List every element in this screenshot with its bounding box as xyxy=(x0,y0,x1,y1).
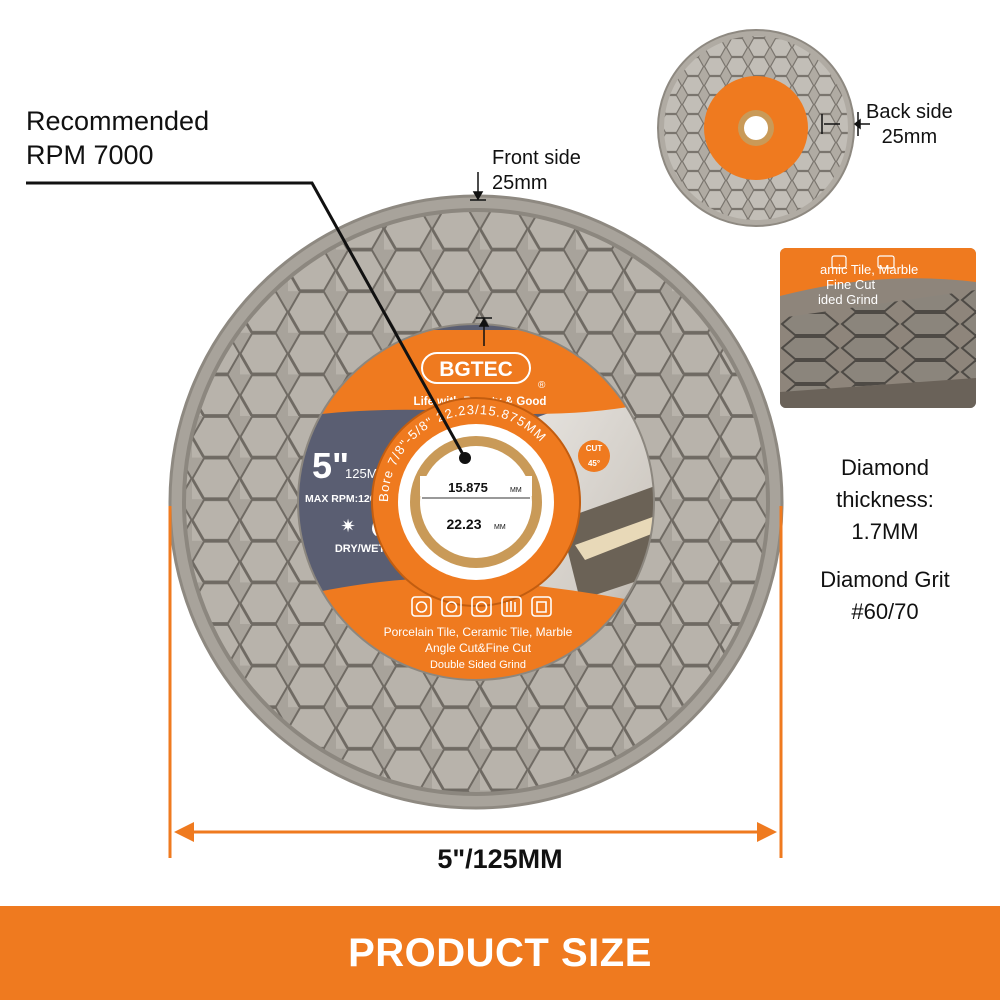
rpm-callout-line-1: Recommended xyxy=(26,106,210,136)
front-side-line-2: 25mm xyxy=(492,172,548,194)
helmet-icon xyxy=(411,596,432,617)
uses-line-1: Porcelain Tile, Ceramic Tile, Marble xyxy=(384,625,573,639)
front-side-callout: Front side 25mm xyxy=(492,146,581,196)
rpm-callout: Recommended RPM 7000 xyxy=(26,104,209,172)
dimension-label: 5"/125MM xyxy=(437,844,563,874)
uses-line-2: Angle Cut&Fine Cut xyxy=(425,641,532,655)
brand-name: BGTEC xyxy=(439,358,513,381)
grit-line-1: Diamond Grit xyxy=(820,567,950,592)
usage-text: Porcelain Tile, Ceramic Tile, Marble Ang… xyxy=(384,625,573,671)
svg-text:CUT: CUT xyxy=(586,444,603,453)
manual-icon xyxy=(531,596,552,617)
diamond-thickness-spec: Diamond thickness: 1.7MM xyxy=(790,452,980,548)
thickness-line-1: Diamond xyxy=(840,455,930,480)
uses-line-3: Double Sided Grind xyxy=(430,659,526,671)
thickness-line-2: thickness: xyxy=(836,487,934,512)
footer-title: PRODUCT SIZE xyxy=(348,930,652,975)
safety-icons xyxy=(411,596,552,617)
mask-icon xyxy=(471,596,492,617)
bore-top-value: 15.875 xyxy=(448,480,488,495)
bore-ring: Bore 7/8"-5/8" 22.23/15.875MM 15.875 MM … xyxy=(371,397,581,607)
svg-text:45°: 45° xyxy=(588,459,600,468)
rpm-callout-line-2: RPM 7000 xyxy=(26,140,154,170)
front-side-line-1: Front side xyxy=(492,147,581,169)
detail-text-2: Fine Cut xyxy=(826,277,876,292)
back-side-indicator xyxy=(821,112,870,136)
back-side-thumbnail xyxy=(657,29,855,227)
max-rpm: MAX RPM:12000 xyxy=(305,493,387,505)
gloves-icon xyxy=(501,596,522,617)
dry-icon: ✷ xyxy=(340,516,355,536)
dry-wet-text: DRY/WET xyxy=(335,543,386,555)
detail-text-3: ided Grind xyxy=(818,292,878,307)
size-inch: 5" xyxy=(312,445,349,486)
diamond-grit-spec: Diamond Grit #60/70 xyxy=(790,564,980,628)
detail-closeup: amic Tile, Marble Fine Cut ided Grind xyxy=(780,248,976,408)
size-block: 5" 125MM MAX RPM:12000 ✷ DRY/WET xyxy=(305,445,419,561)
grit-value: #60/70 xyxy=(851,599,919,624)
detail-text-1: amic Tile, Marble xyxy=(820,262,918,277)
goggles-icon xyxy=(441,596,462,617)
thickness-value: 1.7MM xyxy=(851,519,919,544)
dimension-marker xyxy=(168,506,783,858)
back-side-line-1: Back side xyxy=(866,101,953,123)
back-side-callout: Back side 25mm xyxy=(866,100,953,150)
front-side-indicator xyxy=(470,172,492,346)
registered-mark: ® xyxy=(538,380,546,391)
back-side-line-2: 25mm xyxy=(881,126,938,148)
bore-bottom-unit: MM xyxy=(494,524,506,531)
bore-bottom-value: 22.23 xyxy=(446,516,481,532)
footer-banner: PRODUCT SIZE xyxy=(0,906,1000,1000)
rpm-leader-line xyxy=(26,181,467,459)
bore-top-unit: MM xyxy=(510,487,522,494)
cut-badge: CUT 45° xyxy=(578,440,610,472)
